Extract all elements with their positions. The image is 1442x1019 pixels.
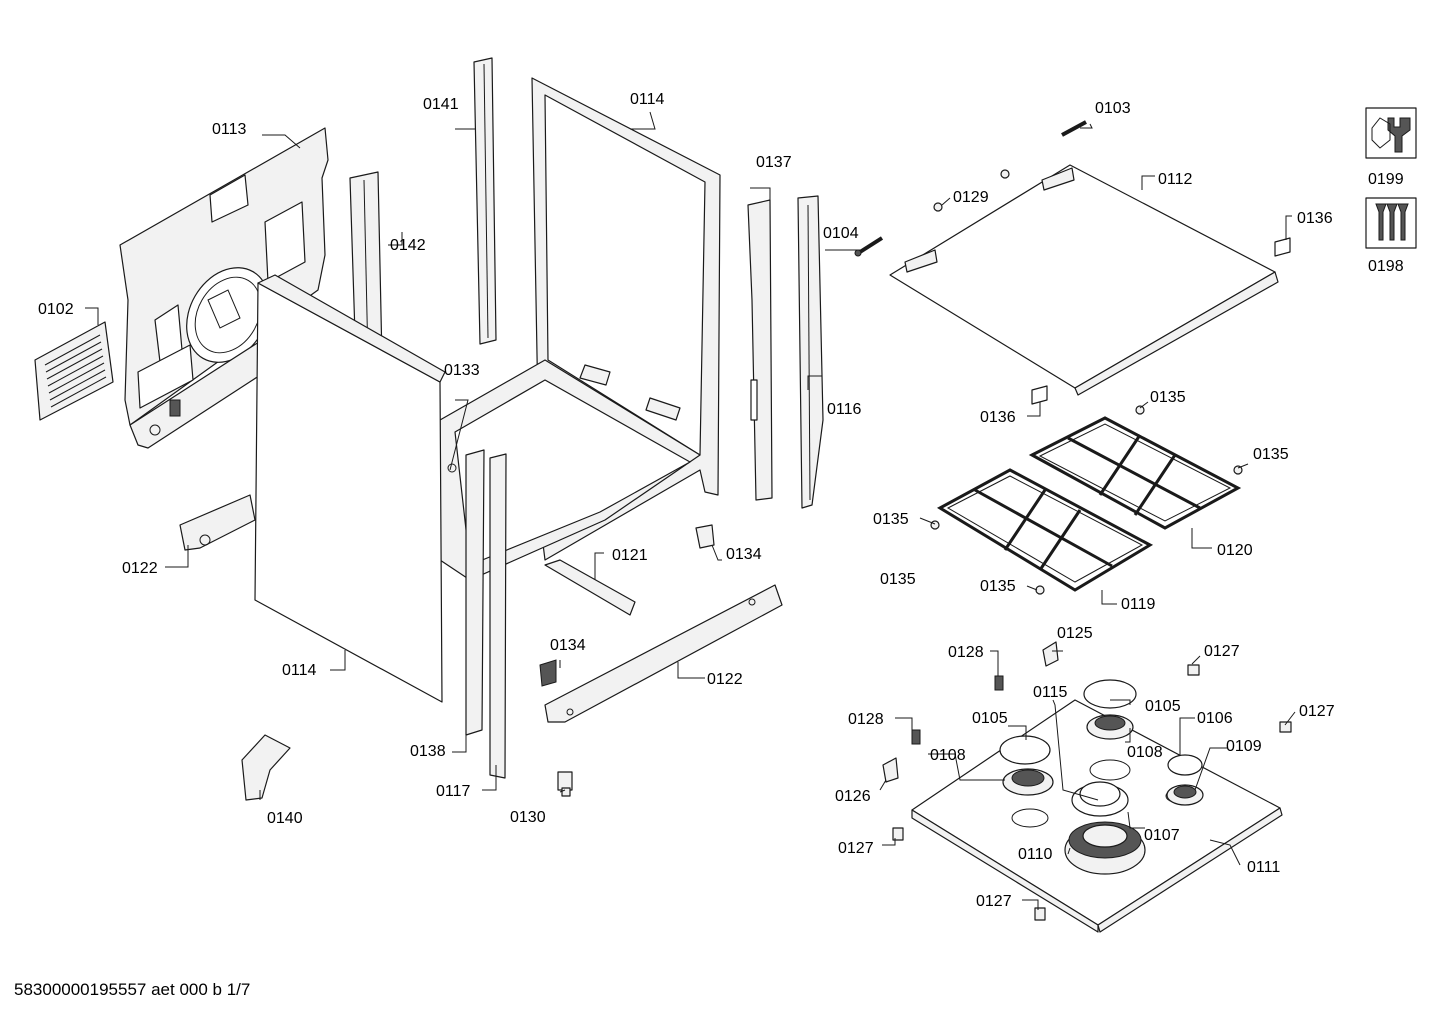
label-0113[interactable]: 0113 (212, 121, 247, 138)
part-0134-clip-upper[interactable] (695, 524, 715, 549)
part-0113-back-panel[interactable] (119, 127, 329, 449)
label-0105-left[interactable]: 0105 (972, 710, 1008, 727)
part-0109-burner[interactable] (1166, 784, 1204, 806)
label-0135-b[interactable]: 0135 (1253, 446, 1289, 463)
part-0112-cover-lid[interactable] (889, 164, 1279, 396)
label-0126[interactable]: 0126 (835, 788, 871, 805)
part-0122-bracket-left[interactable] (179, 494, 256, 551)
part-0107-burner-cap[interactable] (1071, 781, 1129, 817)
part-0140-bracket[interactable] (241, 734, 291, 801)
footer-document-id: 58300000195557 aet 000 b 1/7 (14, 980, 251, 999)
part-0104-screw[interactable] (854, 236, 884, 257)
label-0128-lower[interactable]: 0128 (848, 711, 884, 728)
label-0137[interactable]: 0137 (756, 154, 792, 171)
screw-icon (1365, 197, 1417, 249)
label-0142[interactable]: 0142 (390, 237, 426, 254)
part-0102-vent-grille[interactable] (34, 321, 114, 421)
label-0127-c[interactable]: 0127 (838, 840, 874, 857)
label-0127-d[interactable]: 0127 (976, 893, 1012, 910)
label-0127-a[interactable]: 0127 (1204, 643, 1240, 660)
part-0134-clip-lower[interactable] (539, 659, 557, 687)
label-0106[interactable]: 0106 (1197, 710, 1233, 727)
label-0120[interactable]: 0120 (1217, 542, 1253, 559)
label-0105-right[interactable]: 0105 (1145, 698, 1181, 715)
label-0135-d[interactable]: 0135 (880, 571, 916, 588)
label-0135-a[interactable]: 0135 (1150, 389, 1186, 406)
label-0136-lower[interactable]: 0136 (980, 409, 1016, 426)
part-0129-small-nut[interactable] (933, 169, 1010, 212)
part-0135-buffer[interactable] (930, 405, 1243, 595)
label-0127-b[interactable]: 0127 (1299, 703, 1335, 720)
label-0135-e[interactable]: 0135 (980, 578, 1016, 595)
label-0111[interactable]: 0111 (1247, 859, 1280, 876)
label-0102[interactable]: 0102 (38, 301, 74, 318)
label-0116[interactable]: 0116 (827, 401, 862, 418)
part-0136-rubber-pad[interactable] (1031, 237, 1291, 405)
part-0126-bracket[interactable] (882, 757, 899, 783)
label-0112[interactable]: 0112 (1158, 171, 1193, 188)
label-0122-left[interactable]: 0122 (122, 560, 158, 577)
part-0116-rail[interactable] (797, 195, 824, 509)
label-0130[interactable]: 0130 (510, 809, 546, 826)
part-0122-bracket-right[interactable] (544, 584, 783, 723)
part-0110-burner[interactable] (1064, 821, 1146, 875)
label-0115[interactable]: 0115 (1033, 684, 1068, 701)
part-0120-pan-support[interactable] (1028, 416, 1242, 530)
label-0138[interactable]: 0138 (410, 743, 446, 760)
label-0114-lower[interactable]: 0114 (282, 662, 317, 679)
part-0141-side-strip[interactable] (473, 57, 497, 345)
leader-lines (85, 111, 1296, 910)
part-0125-bracket[interactable] (1042, 641, 1059, 667)
label-0135-c[interactable]: 0135 (873, 511, 909, 528)
label-0141[interactable]: 0141 (423, 96, 459, 113)
label-0119[interactable]: 0119 (1121, 596, 1156, 613)
label-0104[interactable]: 0104 (823, 225, 859, 242)
part-0127-clip[interactable] (892, 664, 1292, 921)
part-0119-pan-support[interactable] (936, 468, 1154, 592)
label-0134-lower[interactable]: 0134 (550, 637, 586, 654)
part-0128-clip[interactable] (911, 675, 1004, 745)
label-0117[interactable]: 0117 (436, 783, 471, 800)
label-0121[interactable]: 0121 (612, 547, 648, 564)
label-0125[interactable]: 0125 (1057, 625, 1093, 642)
label-0140[interactable]: 0140 (267, 810, 303, 827)
label-0128-upper[interactable]: 0128 (948, 644, 984, 661)
label-0136-upper[interactable]: 0136 (1297, 210, 1333, 227)
part-0138-front-strip[interactable] (465, 449, 485, 736)
part-0117-front-strip[interactable] (489, 453, 507, 779)
label-0108-right[interactable]: 0108 (1127, 744, 1163, 761)
part-0130-adjustable-foot[interactable] (557, 771, 573, 797)
part-0105-burner-cap[interactable] (999, 679, 1137, 765)
label-0122-right[interactable]: 0122 (707, 671, 743, 688)
part-0108-burner[interactable] (1002, 714, 1134, 796)
label-0114-upper[interactable]: 0114 (630, 91, 665, 108)
label-0198[interactable]: 0198 (1368, 258, 1404, 275)
label-0129[interactable]: 0129 (953, 189, 989, 206)
label-0108-left[interactable]: 0108 (930, 747, 966, 764)
part-0121-rail[interactable] (544, 559, 636, 616)
wrench-icon (1365, 107, 1417, 159)
callout-labels: 0113 0102 0142 0141 0114 0133 0137 0104 … (38, 91, 1404, 910)
label-0199[interactable]: 0199 (1368, 171, 1404, 188)
part-0106-burner-cap[interactable] (1167, 754, 1203, 776)
label-0109[interactable]: 0109 (1226, 738, 1262, 755)
label-0103[interactable]: 0103 (1095, 100, 1131, 117)
part-0114-side-panel[interactable] (254, 274, 457, 703)
label-0133[interactable]: 0133 (444, 362, 480, 379)
part-0137-rail[interactable] (747, 199, 773, 501)
part-0103-screw[interactable] (1061, 120, 1087, 137)
label-0110[interactable]: 0110 (1018, 846, 1053, 863)
label-0134-upper[interactable]: 0134 (726, 546, 762, 563)
label-0107[interactable]: 0107 (1144, 827, 1180, 844)
